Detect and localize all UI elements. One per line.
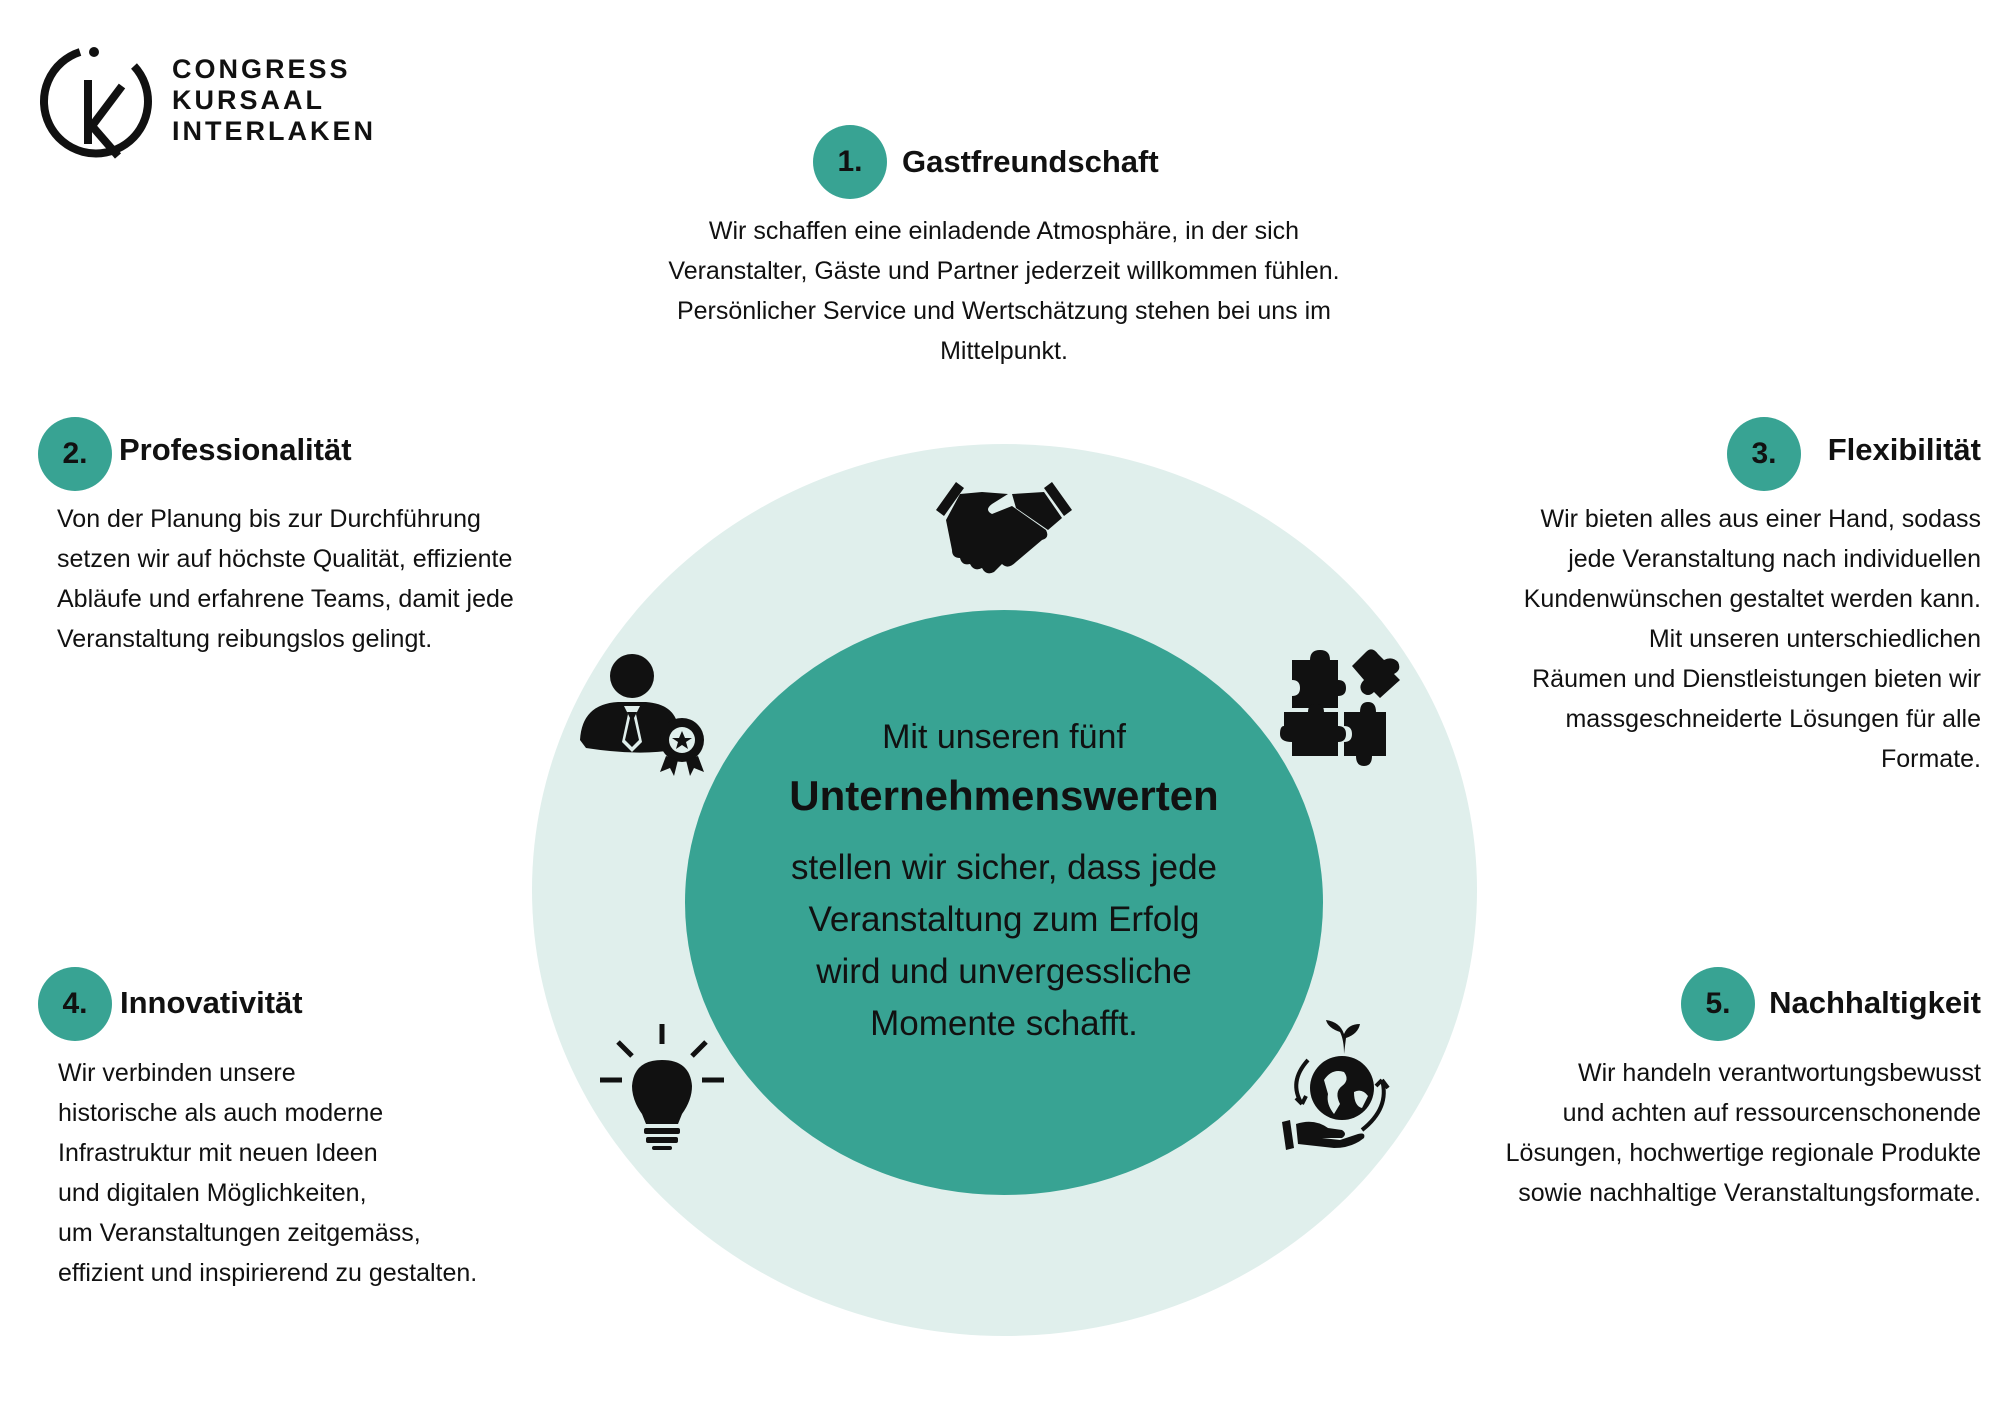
value-1-title: Gastfreundschaft (902, 144, 1159, 179)
logo-line: INTERLAKEN (172, 116, 376, 146)
value-3-title: Flexibilität (1827, 432, 1981, 467)
value-4-title: Innovativität (120, 985, 303, 1020)
center-line: stellen wir sicher, dass jede (790, 848, 1218, 887)
lightbulb-icon (600, 1024, 724, 1150)
value-4-text: Wir verbinden unsere historische als auc… (58, 1059, 478, 1287)
puzzle-icon (1280, 649, 1400, 766)
value-4-badge: 4. (38, 967, 112, 1041)
logo-line: KURSAAL (172, 85, 325, 115)
value-5-badge: 5. (1681, 967, 1755, 1041)
value-2-text: Von der Planung bis zur Durchführung set… (57, 505, 514, 653)
center-highlight: Unternehmenswerten (789, 772, 1219, 819)
value-1-text: Wir schaffen eine einladende Atmosphäre,… (668, 217, 1340, 365)
earth-hand-recycle-icon (1282, 1020, 1390, 1150)
professional-person-award-icon (580, 654, 704, 776)
center-statement: stellen wir sicher, dass jede Veranstalt… (704, 842, 1304, 1050)
inner-circle (685, 610, 1323, 1195)
value-2-badge: 2. (38, 417, 112, 491)
center-line: Veranstaltung zum Erfolg (808, 900, 1200, 939)
value-5-title: Nachhaltigkeit (1769, 985, 1981, 1020)
center-line: Momente schafft. (870, 1004, 1138, 1043)
logo-line: CONGRESS (172, 54, 351, 84)
center-intro: Mit unseren fünf (882, 718, 1126, 756)
handshake-icon (936, 482, 1072, 574)
value-3-text: Wir bieten alles aus einer Hand, sodass … (1523, 505, 1981, 773)
center-line: wird und unvergessliche (816, 952, 1192, 991)
value-1-badge: 1. (813, 125, 887, 199)
value-5-text: Wir handeln verantwortungsbewusst und ac… (1505, 1059, 1981, 1207)
value-2-title: Professionalität (119, 432, 352, 467)
value-3-badge: 3. (1727, 417, 1801, 491)
logo-k-icon (39, 47, 152, 159)
logo-text: CONGRESS KURSAAL INTERLAKEN (172, 54, 376, 147)
